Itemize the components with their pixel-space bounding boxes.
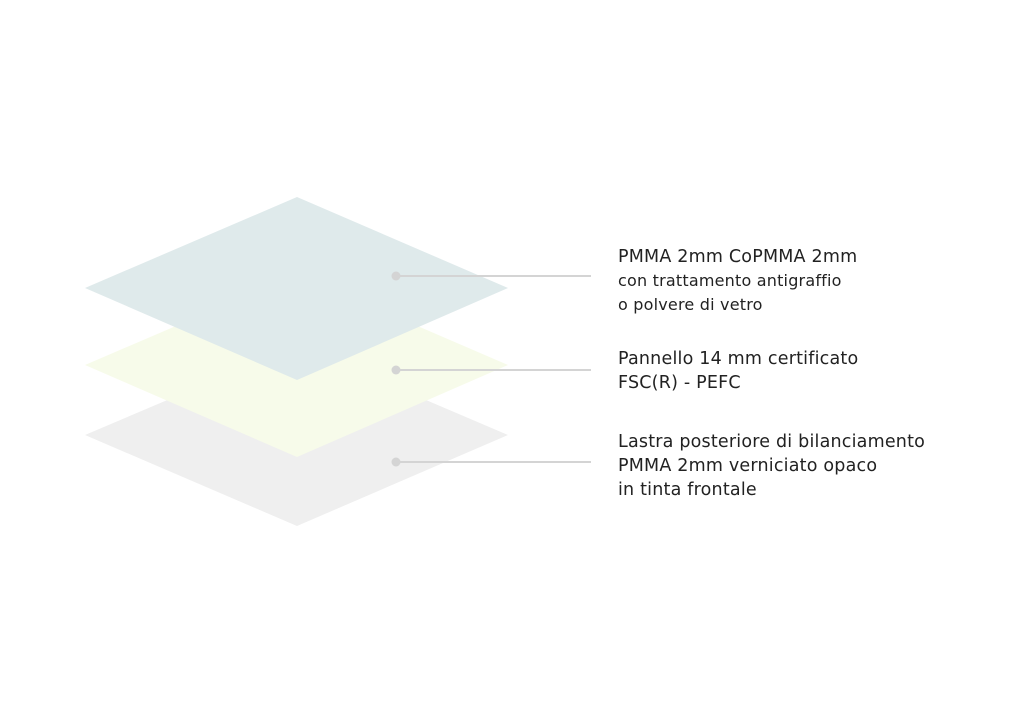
label-line: PMMA 2mm verniciato opaco	[618, 456, 878, 476]
label-line: in tinta frontale	[618, 480, 757, 500]
leader-top	[391, 271, 591, 281]
label-top-layer: PMMA 2mm CoPMMA 2mm con trattamento anti…	[618, 245, 857, 317]
label-line: con trattamento antigraffio	[618, 271, 842, 290]
label-bottom-layer: Lastra posteriore di bilanciamento PMMA …	[618, 430, 925, 502]
label-line: FSC(R) - PEFC	[618, 373, 741, 393]
top-layer	[85, 197, 508, 380]
label-middle-layer: Pannello 14 mm certificato FSC(R) - PEFC	[618, 347, 858, 395]
label-line: o polvere di vetro	[618, 295, 763, 314]
leader-bottom	[391, 457, 591, 467]
label-line: Lastra posteriore di bilanciamento	[618, 432, 926, 452]
label-line: Pannello 14 mm certificato	[618, 349, 859, 369]
leader-middle	[391, 365, 591, 375]
label-line: PMMA 2mm CoPMMA 2mm	[618, 247, 858, 267]
